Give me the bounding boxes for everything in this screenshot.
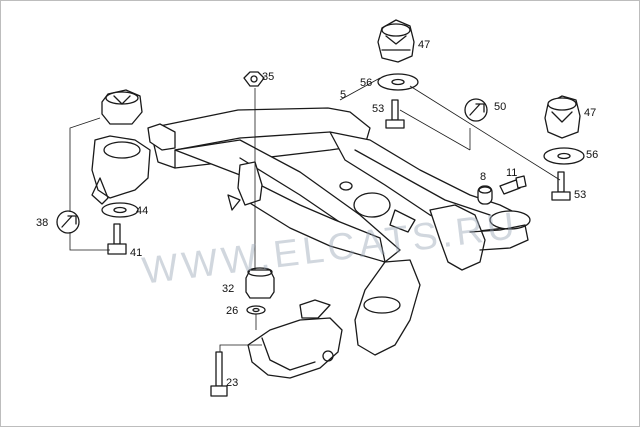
bolt-53-top [385, 99, 405, 129]
callout-47-right: 47 [584, 107, 596, 119]
wrench-symbol-38-icon [56, 210, 80, 234]
bushing-8 [477, 185, 493, 205]
rubber-mount-left [101, 89, 143, 125]
callout-23: 23 [226, 377, 238, 389]
callout-41: 41 [130, 247, 142, 259]
leader-lines [69, 77, 561, 352]
rubber-mount-47-top [377, 19, 415, 63]
washer-44 [101, 202, 139, 218]
bolt-53-right [551, 171, 571, 201]
callout-53-top: 53 [372, 103, 384, 115]
callout-32: 32 [222, 283, 234, 295]
bolt-41 [107, 223, 127, 255]
washer-56-top [377, 73, 419, 91]
washer-26 [246, 305, 266, 315]
callout-26: 26 [226, 305, 238, 317]
rubber-mount-47-right [544, 95, 581, 139]
bushing-32 [245, 267, 275, 299]
differential-housing [247, 299, 343, 379]
callout-56-right: 56 [586, 149, 598, 161]
axle-carrier-frame [91, 107, 531, 356]
wrench-symbol-50-icon [464, 98, 488, 122]
callout-11: 11 [506, 167, 517, 179]
callout-labels: 47 35 5 56 53 50 47 56 8 11 53 38 44 41 … [36, 39, 598, 389]
callout-8: 8 [480, 171, 486, 183]
callout-56-top: 56 [360, 77, 372, 89]
callout-38: 38 [36, 217, 48, 229]
callout-5: 5 [340, 89, 346, 101]
bolt-23 [210, 351, 228, 397]
callout-53-right: 53 [574, 189, 586, 201]
callout-50: 50 [494, 101, 506, 113]
callout-44: 44 [136, 205, 148, 217]
callout-35: 35 [262, 71, 274, 83]
bolt-11 [499, 175, 527, 195]
callout-47-top: 47 [418, 39, 430, 51]
washer-56-right [543, 147, 585, 165]
nut-35 [243, 71, 265, 87]
